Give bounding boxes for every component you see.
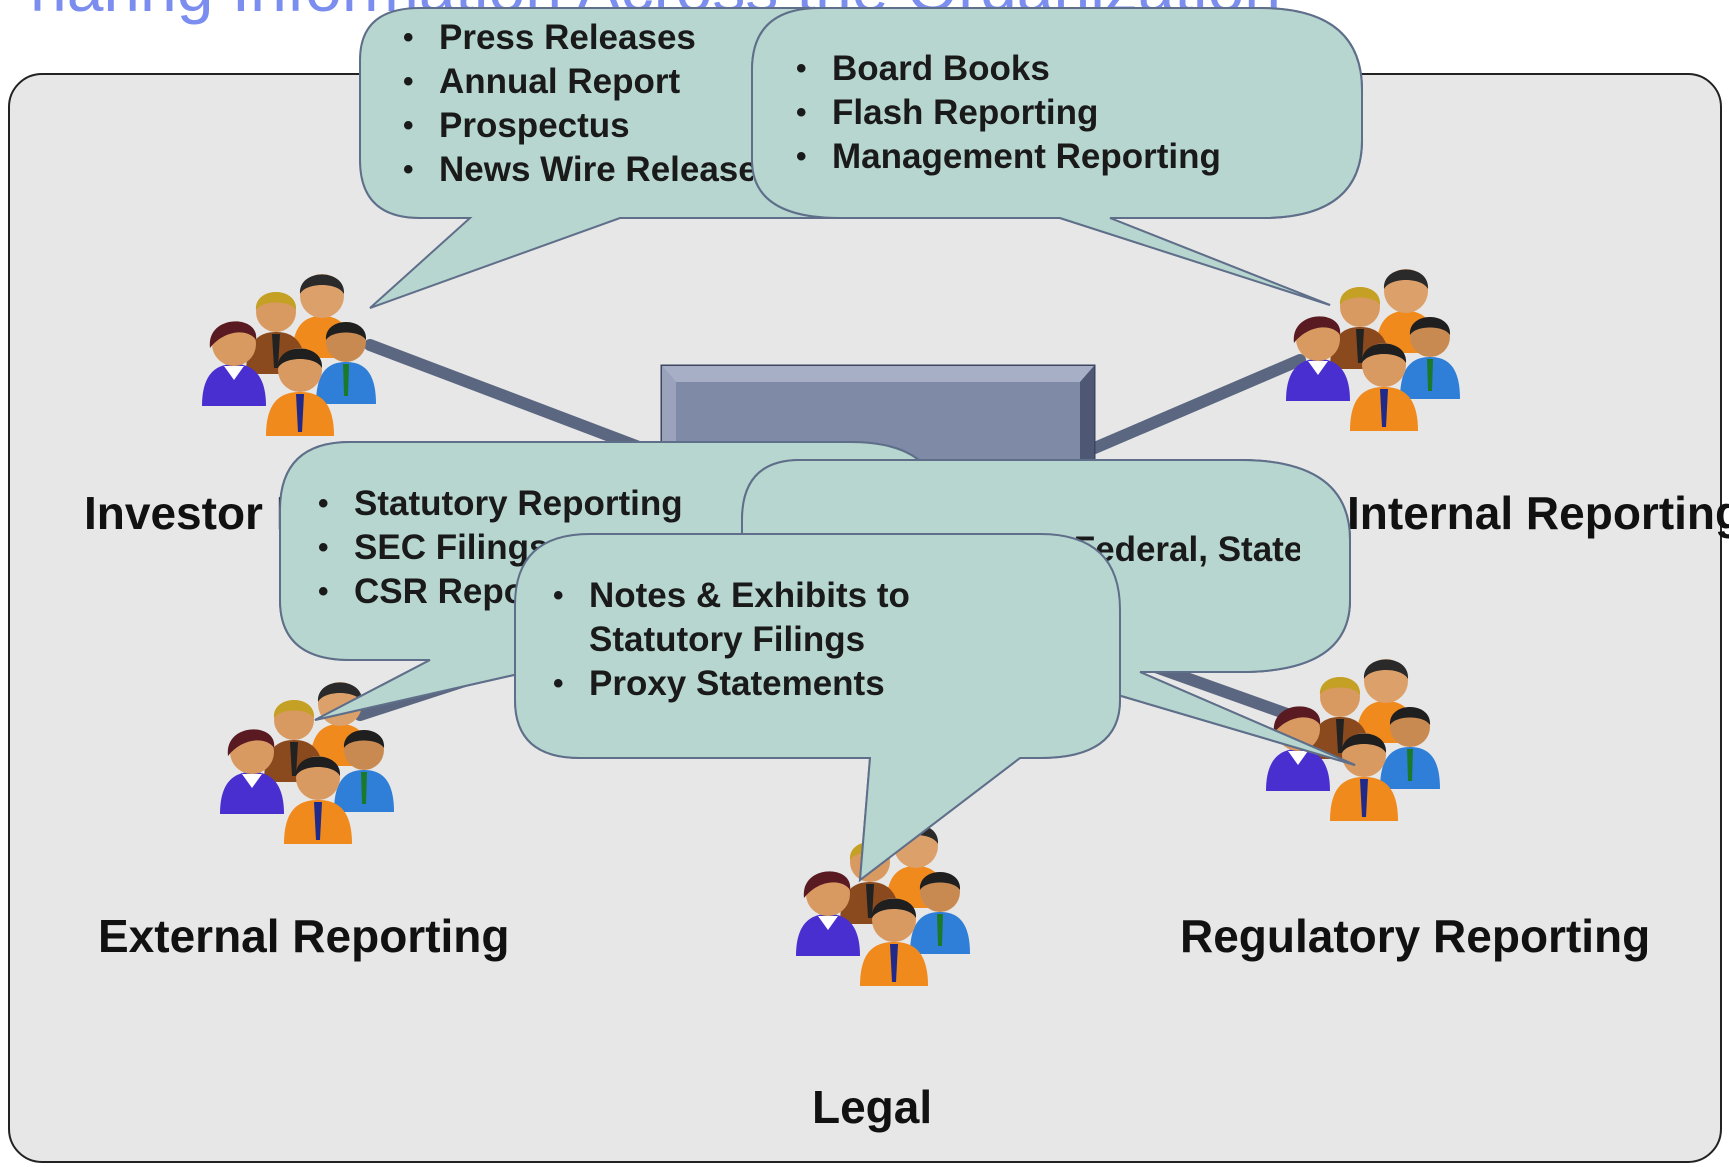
list-item: Prospectus <box>403 104 753 148</box>
list-item: Management Reporting <box>796 135 1221 179</box>
list-item: Press Releases <box>403 16 753 60</box>
group-label-external: External Reporting <box>98 910 510 962</box>
bubble-legal-list: Notes & Exhibits to Statutory Filings Pr… <box>553 574 910 706</box>
people-group-icon <box>1286 269 1460 431</box>
bubble-investor-text-wrap: Press Releases Annual Report Prospectus … <box>395 16 753 216</box>
list-item: Statutory Reporting <box>318 482 683 526</box>
people-group-icon <box>202 274 376 436</box>
list-item: SEC Filings <box>318 526 683 570</box>
group-label-legal: Legal <box>812 1081 933 1133</box>
list-item: News Wire Releases <box>403 148 753 192</box>
list-item: Annual Report <box>403 60 753 104</box>
group-label-internal: Internal Reporting <box>1347 487 1729 539</box>
list-item: Proxy Statements <box>553 662 910 706</box>
list-item: Flash Reporting <box>796 91 1221 135</box>
group-label-regulatory: Regulatory Reporting <box>1180 910 1651 962</box>
list-item: Statutory Filings <box>589 620 866 659</box>
list-item: Reporting to Federal, State <box>820 520 1300 580</box>
list-item: Board Books <box>796 47 1221 91</box>
bubble-internal-list: Board Books Flash Reporting Management R… <box>796 47 1221 179</box>
bubble-investor-list: Press Releases Annual Report Prospectus … <box>403 16 753 192</box>
connector-internal <box>1084 354 1306 456</box>
connector-investor <box>364 339 666 461</box>
list-item: Notes & Exhibits to <box>553 574 910 618</box>
